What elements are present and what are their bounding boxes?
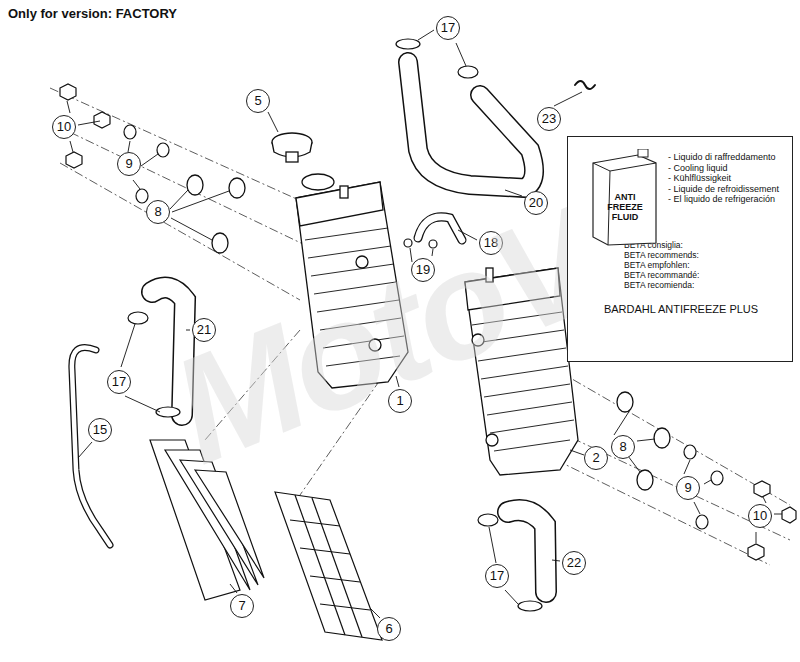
- info-text: BETA recommandé:: [624, 271, 699, 280]
- callout-number: 8: [146, 200, 170, 224]
- info-text: - Cooling liquid: [668, 164, 728, 174]
- info-text: BETA recommends:: [624, 251, 699, 260]
- callout-number: 6: [377, 617, 401, 641]
- callout-number: 23: [537, 107, 561, 131]
- info-text: - Kühlflüssigkeit: [668, 174, 731, 184]
- callout-number: 18: [479, 231, 503, 255]
- callout-number: 21: [192, 318, 216, 342]
- callout-number: 5: [246, 89, 270, 113]
- coolant-jug: ANTI FREEZE FLUID: [590, 149, 660, 247]
- callout-number: 8: [611, 435, 635, 459]
- callout-number: 19: [411, 258, 435, 282]
- callout-number: 10: [748, 504, 772, 528]
- callout-number: 17: [436, 16, 460, 40]
- callout-number: 1: [388, 389, 412, 413]
- callout-number: 22: [562, 551, 586, 575]
- callout-number: 9: [117, 152, 141, 176]
- info-text: - Liquide de refroidissement: [668, 185, 779, 195]
- jug-label: ANTI FREEZE FLUID: [598, 193, 652, 223]
- info-text: - Liquido di raffreddamento: [668, 153, 775, 163]
- info-text: BARDAHL ANTIFREEZE PLUS: [568, 303, 794, 315]
- page-title: Only for version: FACTORY: [8, 6, 177, 21]
- info-panel: - Liquido di raffreddamento- Cooling liq…: [567, 136, 793, 362]
- callout-number: 17: [485, 564, 509, 588]
- callout-number: 17: [107, 370, 131, 394]
- callout-number: 15: [88, 418, 112, 442]
- callout-number: 20: [524, 191, 548, 215]
- info-text: BETA recomienda:: [624, 281, 694, 290]
- callout-number: 9: [676, 476, 700, 500]
- callout-number: 10: [52, 115, 76, 139]
- info-text: - El liquido de refrigeración: [668, 195, 775, 205]
- info-text: BETA empfohlen:: [624, 261, 690, 270]
- callout-number: 2: [584, 446, 608, 470]
- callout-number: 7: [230, 594, 254, 618]
